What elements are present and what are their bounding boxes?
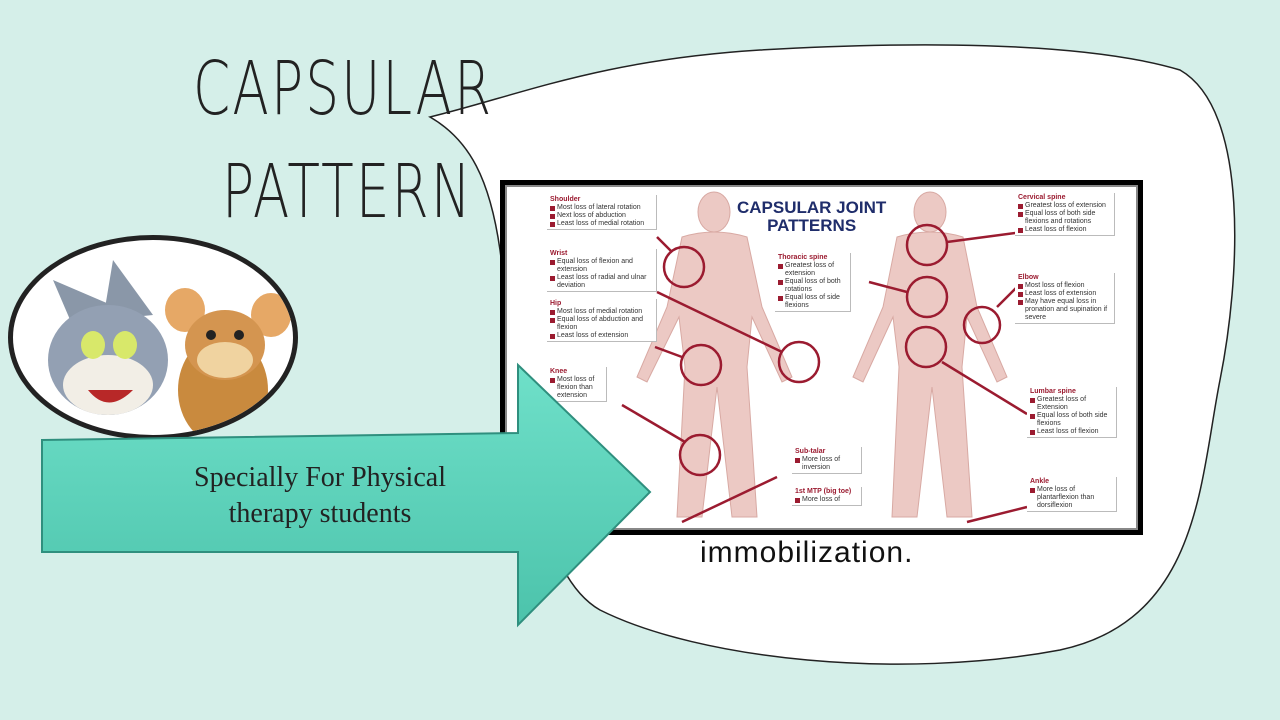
joint-pattern-item: More loss of inversion bbox=[795, 456, 858, 472]
poster-title-line2: PATTERNS bbox=[767, 216, 857, 235]
joint-name: Knee bbox=[550, 368, 568, 375]
joint-pattern-item: Least loss of medial rotation bbox=[550, 220, 653, 228]
cartoon-image bbox=[8, 235, 298, 440]
joint-name: Elbow bbox=[1018, 274, 1039, 281]
poster-title: CAPSULAR JOINT PATTERNS bbox=[737, 199, 886, 235]
joint-name: Cervical spine bbox=[1018, 194, 1066, 201]
joint-pattern-item: Least loss of flexion bbox=[1018, 226, 1111, 234]
joint-pattern-item: Next loss of abduction bbox=[550, 212, 653, 220]
joint-pattern-item: Greatest loss of extension bbox=[1018, 202, 1111, 210]
joint-pattern-item: Least loss of radial and ulnar deviation bbox=[550, 274, 653, 290]
joint-name: 1st MTP (big toe) bbox=[795, 488, 852, 495]
joint-pattern-item: Least loss of extension bbox=[1018, 290, 1111, 298]
joint-box-1st-mtp-big-toe-: 1st MTP (big toe)More loss of bbox=[792, 487, 862, 506]
joint-pattern-item: More loss of bbox=[795, 496, 858, 504]
joint-pattern-item: Most loss of lateral rotation bbox=[550, 204, 653, 212]
joint-name: Ankle bbox=[1030, 478, 1050, 485]
joint-pattern-item: More loss of plantarflexion than dorsifl… bbox=[1030, 486, 1113, 510]
joint-pattern-item: Least loss of extension bbox=[550, 332, 653, 340]
joint-name: Wrist bbox=[550, 250, 568, 257]
joint-name: Lumbar spine bbox=[1030, 388, 1076, 395]
joint-name: Thoracic spine bbox=[778, 254, 828, 261]
joint-pattern-item: Greatest loss of extension bbox=[778, 262, 847, 278]
joint-pattern-item: May have equal loss in pronation and sup… bbox=[1018, 298, 1111, 322]
joint-pattern-item: Most loss of flexion bbox=[1018, 282, 1111, 290]
joint-pattern-item: Equal loss of both side flexions and rot… bbox=[1018, 210, 1111, 226]
joint-pattern-item: Least loss of flexion bbox=[1030, 428, 1113, 436]
joint-pattern-item: Equal loss of both side flexions bbox=[1030, 412, 1113, 428]
joint-pattern-item: Most loss of medial rotation bbox=[550, 308, 653, 316]
joint-name: Shoulder bbox=[550, 196, 581, 203]
joint-name: Hip bbox=[550, 300, 562, 307]
joint-pattern-item: Greatest loss of Extension bbox=[1030, 396, 1113, 412]
tom-and-jerry-illustration bbox=[48, 260, 291, 435]
joint-pattern-item: Equal loss of both rotations bbox=[778, 278, 847, 294]
background-text: immobilization. bbox=[700, 536, 914, 569]
arrow-label-line1: Specially For Physical bbox=[194, 462, 446, 493]
joint-pattern-item: Most loss of flexion than extension bbox=[550, 376, 603, 400]
arrow-label-line2: therapy students bbox=[228, 498, 412, 529]
arrow-label: Specially For Physical therapy students bbox=[150, 460, 490, 532]
joint-pattern-item: Equal loss of side flexions bbox=[778, 294, 847, 310]
joint-name: Sub-talar bbox=[795, 448, 826, 455]
slide-title-line2: PATTERN bbox=[222, 149, 473, 235]
poster-title-line1: CAPSULAR JOINT bbox=[737, 198, 887, 217]
joint-pattern-item: Equal loss of abduction and flexion bbox=[550, 316, 653, 332]
slide-title-line1: CAPSULAR bbox=[193, 46, 494, 132]
joint-pattern-item: Equal loss of flexion and extension bbox=[550, 258, 653, 274]
anatomy-figures bbox=[621, 191, 1028, 524]
